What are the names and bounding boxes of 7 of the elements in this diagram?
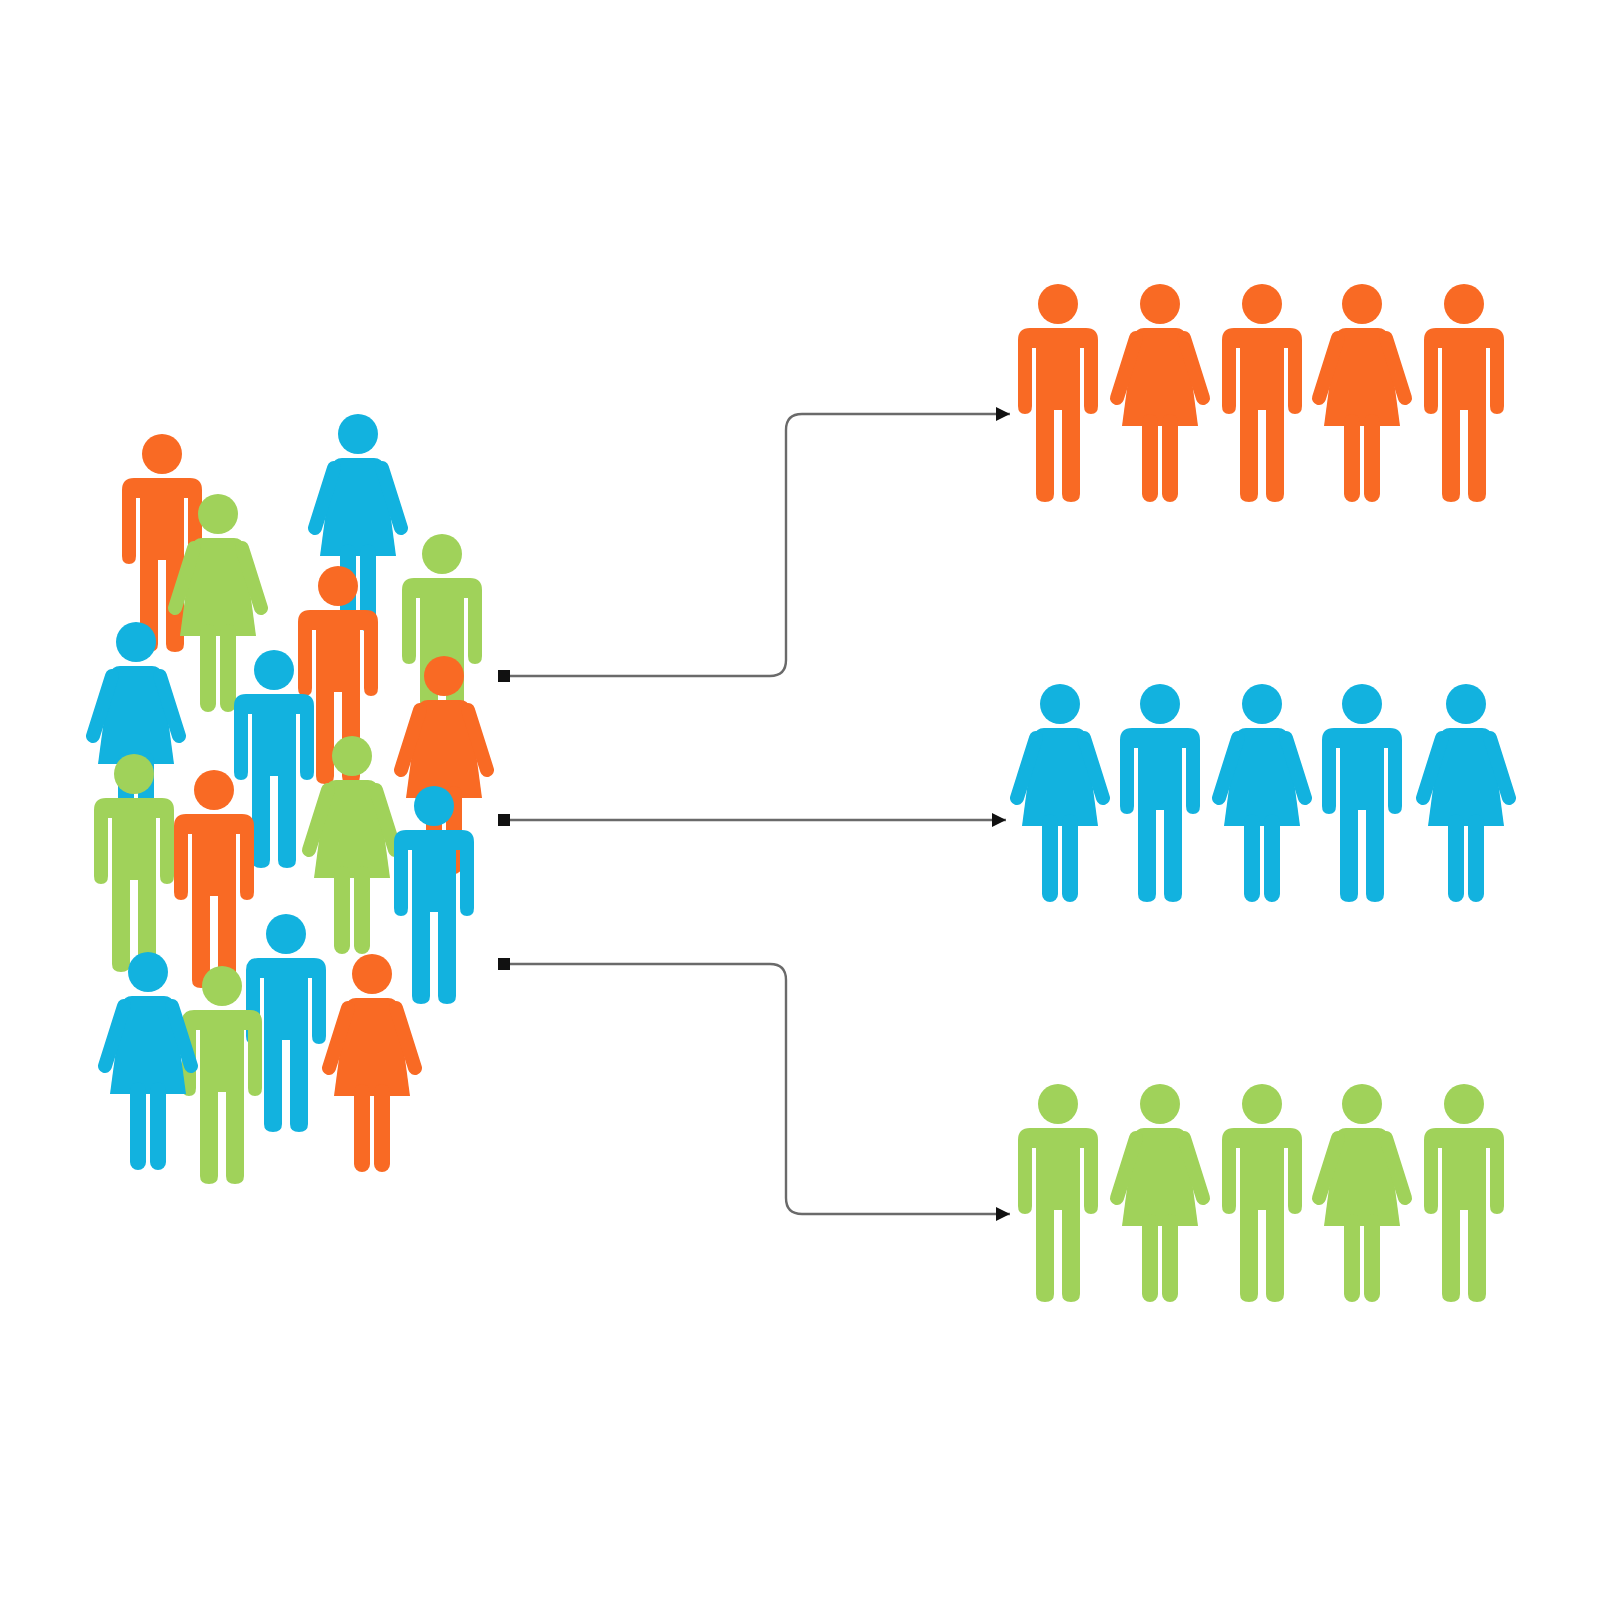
connector-arrow (498, 813, 1006, 827)
connector-arrow (498, 407, 1010, 682)
people-group-illustration (1010, 682, 1516, 902)
crowd-illustration (86, 412, 494, 1184)
people-group-illustration (1014, 1082, 1508, 1302)
people-group-illustration (1014, 282, 1508, 502)
connector-arrow (498, 958, 1010, 1221)
